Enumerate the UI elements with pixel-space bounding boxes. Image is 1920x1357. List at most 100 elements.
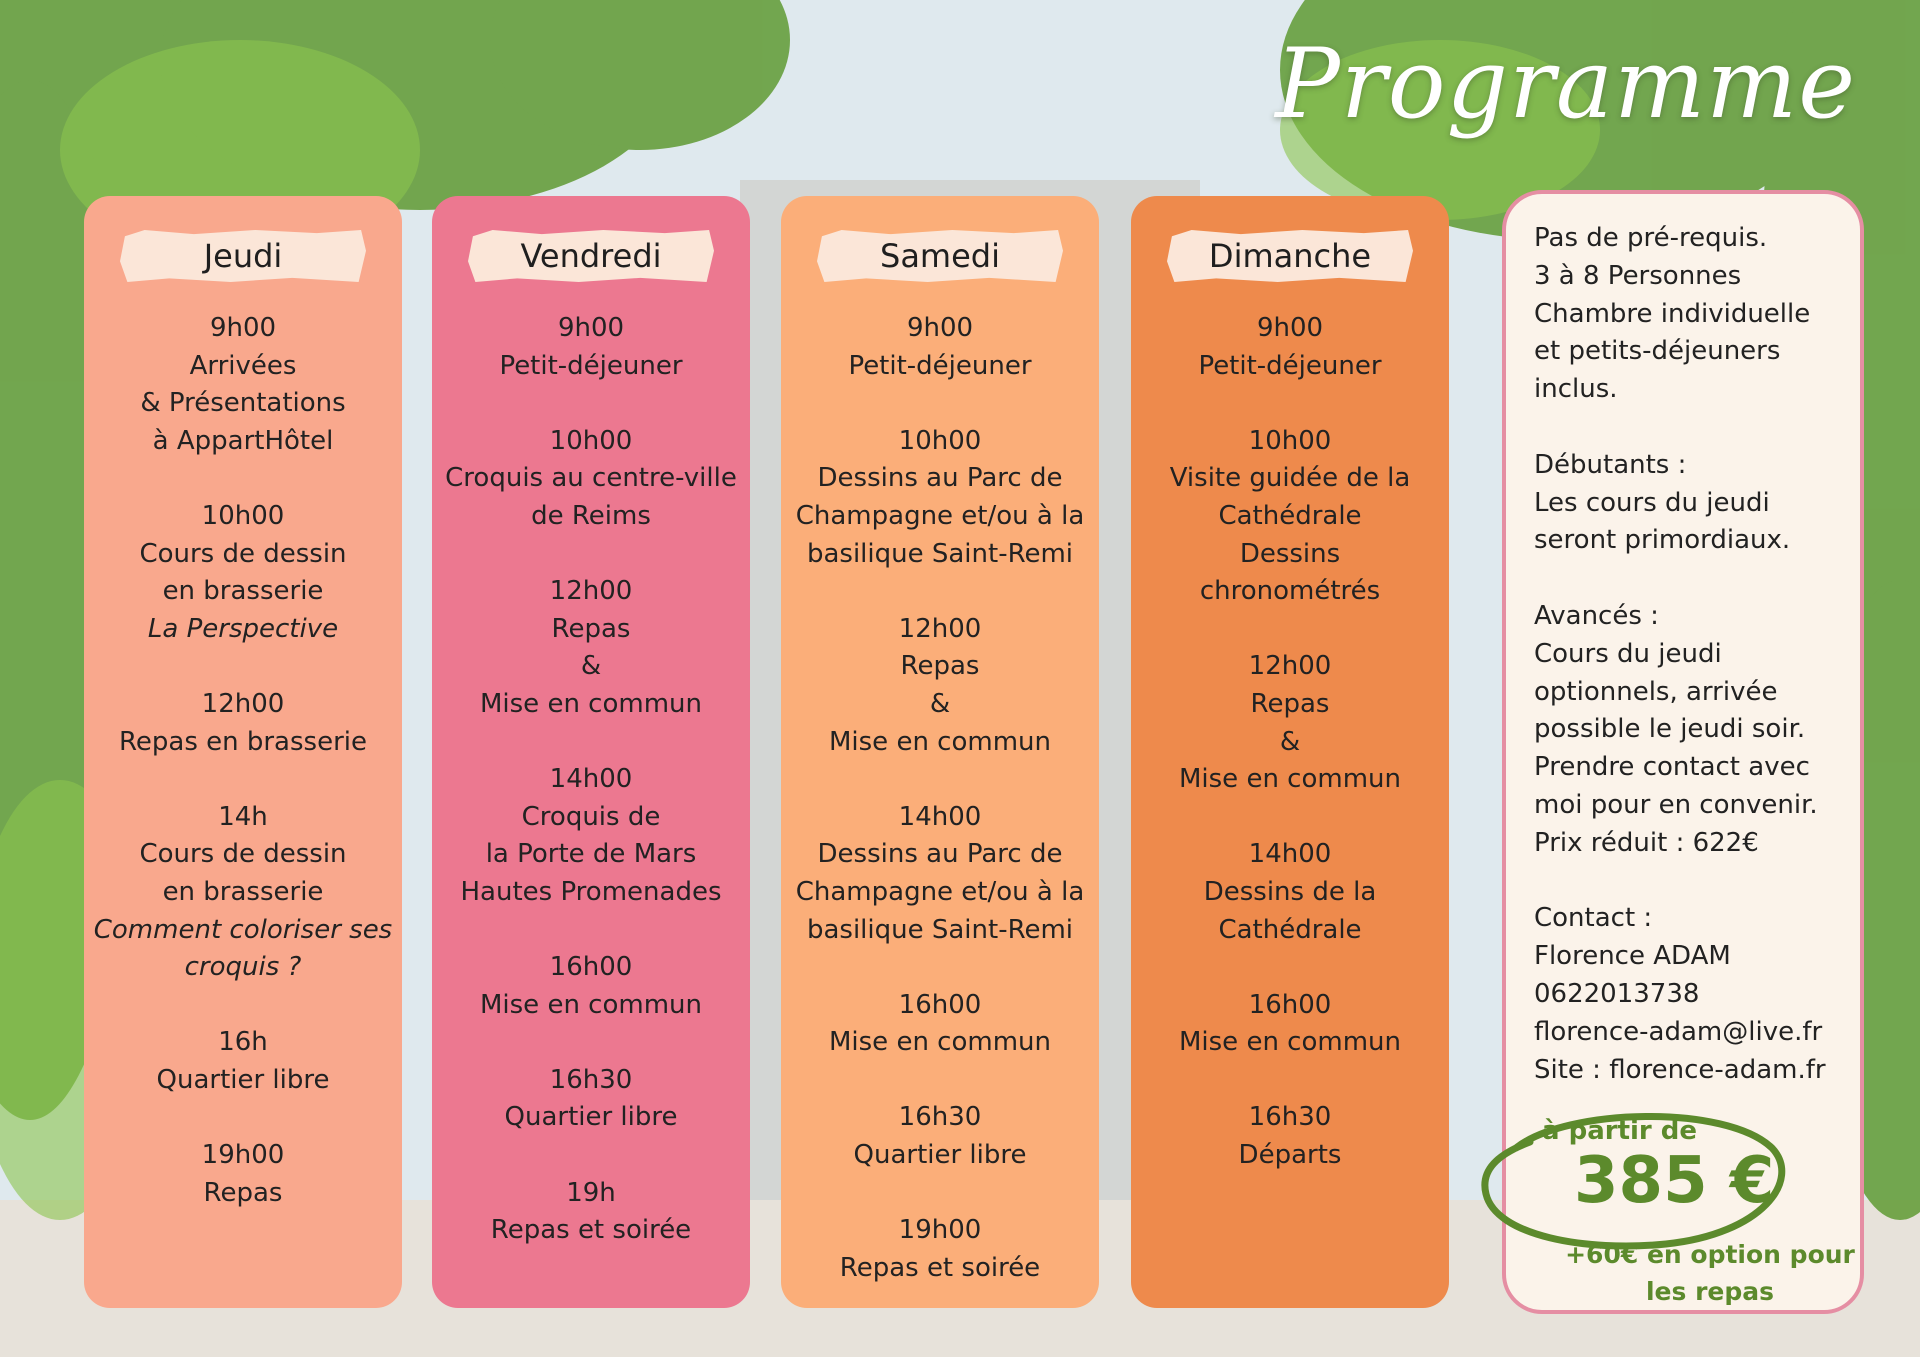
info-line: Cours du jeudi	[1534, 638, 1722, 669]
event-time: 19h00	[898, 1215, 982, 1246]
price-amount: 385 €	[1574, 1144, 1775, 1218]
info-line: 0622013738	[1534, 978, 1700, 1009]
event-time: 14h00	[1248, 839, 1332, 870]
event-description: Hautes Promenades	[460, 876, 722, 907]
info-line: florence-adam@live.fr	[1534, 1016, 1823, 1047]
info-line: seront primordiaux.	[1534, 525, 1791, 556]
event-description: &	[580, 651, 602, 682]
event-description: chronométrés	[1199, 576, 1381, 607]
event-time: 12h00	[201, 688, 285, 719]
info-line: Prix réduit : 622€	[1534, 827, 1759, 858]
info-spacer	[1534, 409, 1860, 447]
event-time: 9h00	[906, 313, 974, 343]
info-line: inclus.	[1534, 374, 1618, 405]
event-time: 19h00	[201, 1140, 285, 1171]
meal-option-line: les repas	[1645, 1277, 1775, 1306]
event-description: Mise en commun	[828, 726, 1051, 757]
event-description: Cours de dessin	[139, 839, 347, 870]
day-heading: Samedi	[817, 230, 1063, 282]
info-line: Prendre contact avec	[1534, 752, 1810, 783]
meal-option-line: +60€ en option pour	[1565, 1240, 1855, 1269]
event-description: Repas et soirée	[490, 1215, 692, 1246]
event-description: basilique Saint-Remi	[806, 914, 1074, 945]
event-subtitle: Comment coloriser ses	[93, 914, 393, 945]
event-description: Croquis au centre-ville	[445, 463, 737, 494]
event-description: & Présentations	[140, 388, 346, 419]
event-description: en brasserie	[162, 576, 324, 607]
event-time: 14h00	[549, 764, 633, 795]
event-description: Champagne et/ou à la	[795, 500, 1085, 531]
event-description: la Porte de Mars	[485, 839, 697, 870]
event-description: Dessins au Parc de	[817, 463, 1063, 494]
price-from-label: à partir de	[1542, 1116, 1698, 1146]
event-time: 19h	[566, 1177, 616, 1208]
info-line: Chambre individuelle	[1534, 298, 1811, 329]
event-description: Repas en brasserie	[118, 726, 367, 757]
event-subtitle: croquis ?	[184, 952, 302, 983]
event-description: Dessins	[1239, 538, 1341, 569]
event-description: Cathédrale	[1218, 914, 1362, 945]
event-description: Petit-déjeuner	[1198, 350, 1382, 381]
event-time: 12h00	[1248, 651, 1332, 682]
event-time: 16h30	[898, 1102, 982, 1133]
info-line: Contact :	[1534, 903, 1653, 934]
event-description: Visite guidée de la	[1169, 463, 1411, 494]
event-description: Cathédrale	[1218, 500, 1362, 531]
event-description: &	[929, 688, 951, 719]
day-heading: Vendredi	[468, 230, 714, 282]
price-badge: à partir de 385 €	[1476, 1108, 1796, 1258]
info-spacer	[1534, 863, 1860, 901]
event-description: Mise en commun	[828, 1027, 1051, 1058]
info-line: moi pour en convenir.	[1534, 789, 1818, 820]
event-description: Petit-déjeuner	[499, 350, 683, 381]
event-description: Dessins de la	[1203, 876, 1377, 907]
event-time: 16h00	[1248, 989, 1332, 1020]
day-heading: Dimanche	[1167, 230, 1413, 282]
event-description: Mise en commun	[479, 688, 702, 719]
event-time: 9h00	[1256, 313, 1324, 343]
info-line: et petits-déjeuners	[1534, 336, 1781, 367]
event-description: Repas et soirée	[839, 1252, 1041, 1283]
event-description: Repas	[203, 1177, 283, 1208]
event-time: 16h30	[1248, 1102, 1332, 1133]
event-description: Quartier libre	[156, 1064, 330, 1095]
event-time: 10h00	[898, 425, 982, 456]
event-description: Départs	[1238, 1140, 1342, 1171]
info-spacer	[1534, 560, 1860, 598]
info-line: Pas de pré-requis.	[1534, 223, 1768, 253]
day-heading: Jeudi	[120, 230, 366, 282]
event-time: 9h00	[557, 313, 625, 343]
event-time: 12h00	[549, 576, 633, 607]
info-line: Avancés :	[1534, 600, 1659, 631]
info-line: optionnels, arrivée	[1534, 676, 1778, 707]
event-time: 16h30	[549, 1064, 633, 1095]
event-time: 16h00	[898, 989, 982, 1020]
